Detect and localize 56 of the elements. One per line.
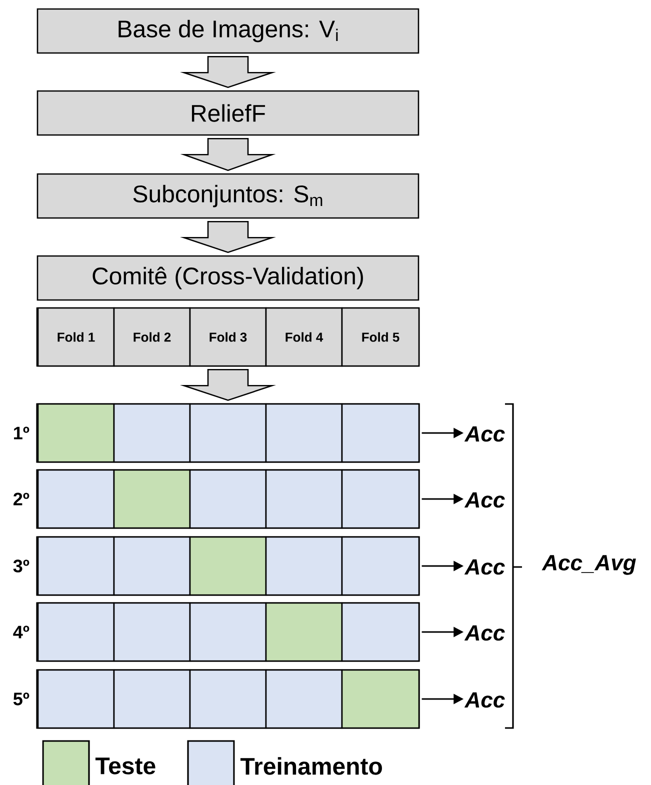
row-label: 2º — [14, 492, 30, 506]
fold-cell — [113, 536, 191, 596]
fold-cell — [265, 536, 343, 596]
fold-cell — [265, 403, 343, 463]
fold-cell — [341, 536, 420, 596]
fold-cell — [265, 669, 343, 729]
fold-box: Fold 2 — [113, 307, 191, 367]
block-arrow — [180, 138, 276, 172]
fold-box: Fold 3 — [189, 307, 267, 367]
result-label: Acc — [464, 559, 505, 575]
row-label: 4º — [13, 626, 30, 638]
fold-cell — [37, 536, 115, 596]
result-label: Acc — [464, 426, 505, 442]
fold-box: Fold 5 — [341, 307, 420, 367]
fold-cell — [37, 469, 115, 529]
result-label: Acc — [464, 492, 505, 508]
legend-label: Teste — [95, 758, 156, 774]
fold-cell — [341, 469, 420, 529]
iteration-row — [36, 469, 420, 529]
process-box: ReliefF — [36, 90, 420, 136]
fold-cell — [113, 469, 191, 529]
fold-cell — [37, 602, 115, 662]
fold-cell — [341, 602, 420, 662]
process-box: Subconjuntos: S$_{m}$ — [36, 173, 420, 219]
fold-cell — [265, 602, 343, 662]
block-arrow — [180, 221, 276, 254]
result-label: Acc — [464, 692, 505, 708]
iteration-row — [36, 536, 420, 596]
result-label: Acc — [464, 625, 505, 641]
block-arrow — [180, 369, 276, 401]
block-arrow — [180, 56, 276, 88]
iteration-row — [36, 602, 420, 662]
row-label: 3º — [13, 560, 30, 572]
average-label: Acc_Avg — [542, 555, 636, 575]
fold-cell — [189, 536, 267, 596]
fold-cell — [265, 469, 343, 529]
process-box: Base de Imagens: V$_{i}$ — [36, 8, 420, 54]
fold-cell — [113, 669, 191, 729]
fold-cell — [341, 403, 420, 463]
legend-label: Treinamento — [240, 757, 382, 775]
fold-cell — [189, 669, 267, 729]
fold-cell — [189, 403, 267, 463]
row-label: 5º — [13, 692, 30, 706]
fold-cell — [113, 403, 191, 463]
fold-cell — [113, 602, 191, 662]
iteration-row — [36, 403, 420, 463]
iteration-row — [36, 669, 420, 729]
fold-box: Fold 1 — [37, 307, 115, 367]
fold-box: Fold 4 — [265, 307, 343, 367]
process-box: Comitê (Cross-Validation) — [36, 255, 420, 301]
fold-cell — [341, 669, 420, 729]
fold-cell — [189, 602, 267, 662]
fold-cell — [37, 403, 115, 463]
fold-cell — [189, 469, 267, 529]
row-label: 1º — [14, 426, 30, 440]
fold-cell — [37, 669, 115, 729]
